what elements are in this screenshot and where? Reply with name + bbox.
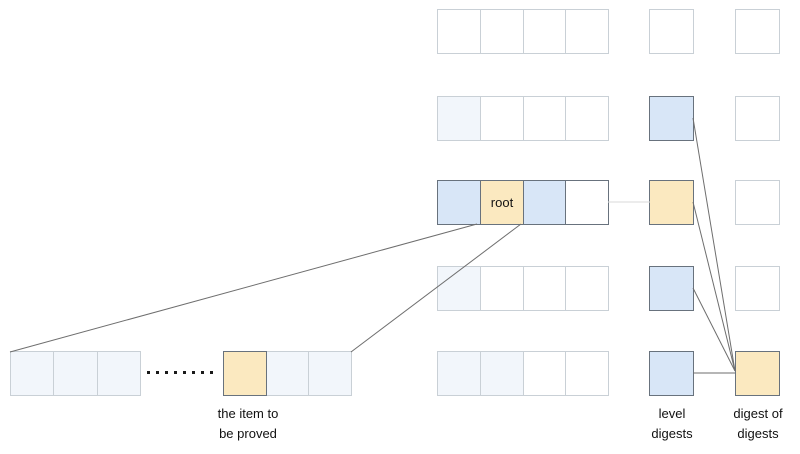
level-array-cell-r4-c0	[437, 351, 481, 396]
digest-column-cell-r3	[735, 266, 780, 311]
level-array-cell-r1-c2	[523, 96, 566, 141]
ellipsis-dot	[174, 371, 177, 374]
digest-column-cell-r1	[735, 96, 780, 141]
digest-of-digests-caption-line2: digests	[737, 426, 779, 441]
item-row-cell-g0-c2	[97, 351, 141, 396]
item-row-cell-g1-c2	[308, 351, 352, 396]
root-cell: root	[480, 180, 524, 225]
level-array-cell-r1-c3	[565, 96, 609, 141]
item-caption-line1: the item to	[217, 406, 279, 421]
level-array-cell-r0-c1	[480, 9, 524, 54]
level-array-cell-r3-c3	[565, 266, 609, 311]
level-array-cell-r2-c3	[565, 180, 609, 225]
level-array-cell-r3-c0	[437, 266, 481, 311]
item-row-cell-g1-c1	[266, 351, 309, 396]
ellipsis-dot	[156, 371, 159, 374]
digest-of-digests-cell	[735, 351, 780, 396]
item-caption-line2: be proved	[219, 426, 277, 441]
root-to-item-row-left-edge	[9, 223, 478, 353]
level-array-cell-r0-c3	[565, 9, 609, 54]
ellipsis-dot	[165, 371, 168, 374]
level-array-cell-r0-c2	[523, 9, 566, 54]
level-array-cell-r1-c1	[480, 96, 524, 141]
level-array-cell-r2-c0	[437, 180, 481, 225]
level-array-cell-r1-c0	[437, 96, 481, 141]
ellipsis-dot	[210, 371, 213, 374]
level-array-cell-r3-c2	[523, 266, 566, 311]
level-digest-cell-r1	[649, 96, 694, 141]
level-array-cell-r2-c2	[523, 180, 566, 225]
ellipsis-dot	[147, 371, 150, 374]
level-digest-cell-r0	[649, 9, 694, 54]
level-digest-cell-r2	[649, 180, 694, 225]
item-caption: the item to be proved	[178, 404, 318, 444]
ellipsis-dot	[201, 371, 204, 374]
level-digest-row3-to-digest-of-digests-edge	[692, 201, 736, 372]
level-array-cell-r0-c0	[437, 9, 481, 54]
level-digests-caption-line1: level	[658, 406, 686, 421]
item-row-cell-g0-c1	[53, 351, 98, 396]
ellipsis-dot	[192, 371, 195, 374]
level-digests-caption: level digests	[622, 404, 722, 444]
level-digest-cell-r3	[649, 266, 694, 311]
level-array-cell-r4-c3	[565, 351, 609, 396]
digest-of-digests-caption-line1: digest of	[733, 406, 783, 421]
digest-column-cell-r0	[735, 9, 780, 54]
digest-column-cell-r2	[735, 180, 780, 225]
level-digest-row4-to-digest-of-digests-edge	[692, 287, 736, 372]
item-row-cell-g0-c0	[10, 351, 54, 396]
ellipsis-dot	[183, 371, 186, 374]
level-digest-cell-r4	[649, 351, 694, 396]
level-digest-row2-to-digest-of-digests-edge	[692, 117, 736, 372]
level-array-cell-r3-c1	[480, 266, 524, 311]
level-digests-caption-line2: digests	[651, 426, 693, 441]
item-to-be-proved-cell	[223, 351, 267, 396]
level-array-cell-r4-c1	[480, 351, 524, 396]
digest-of-digests-caption: digest of digests	[708, 404, 800, 444]
level-array-cell-r4-c2	[523, 351, 566, 396]
